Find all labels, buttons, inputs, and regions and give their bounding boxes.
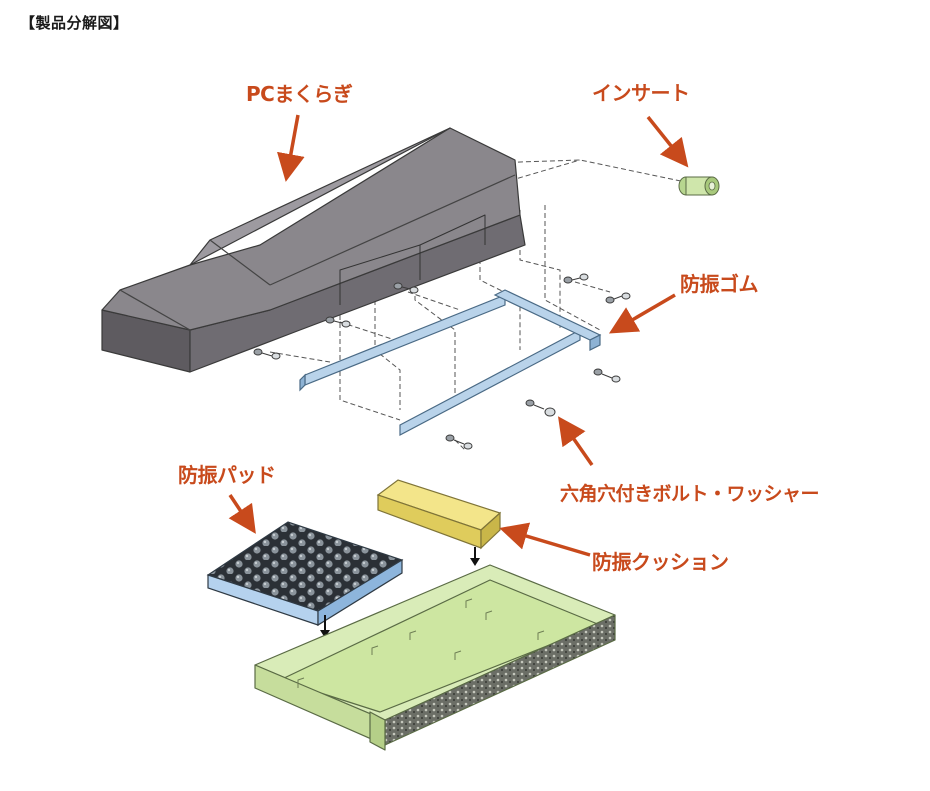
- bolt-2: [325, 316, 351, 328]
- label-bolt: 六角穴付きボルト・ワッシャー: [560, 483, 820, 505]
- label-cushion: 防振クッション: [592, 550, 729, 574]
- base-tray: [254, 564, 616, 751]
- label-rubber: 防振ゴム: [680, 272, 759, 296]
- bolt-washer-set: [253, 273, 631, 450]
- label-pc-pillow: PCまくらぎ: [246, 82, 353, 106]
- bolt-7: [525, 399, 556, 417]
- insert-part: [678, 176, 720, 196]
- bolt-3: [393, 282, 419, 294]
- page-title: 【製品分解図】: [20, 14, 129, 32]
- callout-arrows: [228, 114, 689, 557]
- bolt-5: [605, 292, 631, 304]
- arrow-pad: [228, 494, 256, 534]
- bolt-6: [593, 368, 621, 383]
- vibration-rubber-rails: [299, 289, 602, 436]
- bolt-1: [253, 348, 281, 360]
- arrow-pc-pillow: [277, 114, 305, 182]
- arrow-bolt: [557, 416, 594, 467]
- drop-arrow-pad: [320, 615, 330, 638]
- arrow-cushion: [499, 522, 591, 557]
- tray-studs: [297, 598, 545, 688]
- pc-pillow: [101, 127, 526, 373]
- drop-arrows: [320, 547, 480, 638]
- vibration-cushion: [376, 479, 502, 550]
- bolt-4: [563, 273, 589, 284]
- arrow-insert: [646, 115, 689, 168]
- drop-arrow-cushion: [470, 547, 480, 566]
- label-pad: 防振パッド: [178, 463, 276, 487]
- bolt-8: [445, 434, 473, 450]
- label-insert: インサート: [592, 81, 690, 105]
- vibration-pad: [206, 521, 404, 627]
- arrow-rubber: [608, 293, 676, 334]
